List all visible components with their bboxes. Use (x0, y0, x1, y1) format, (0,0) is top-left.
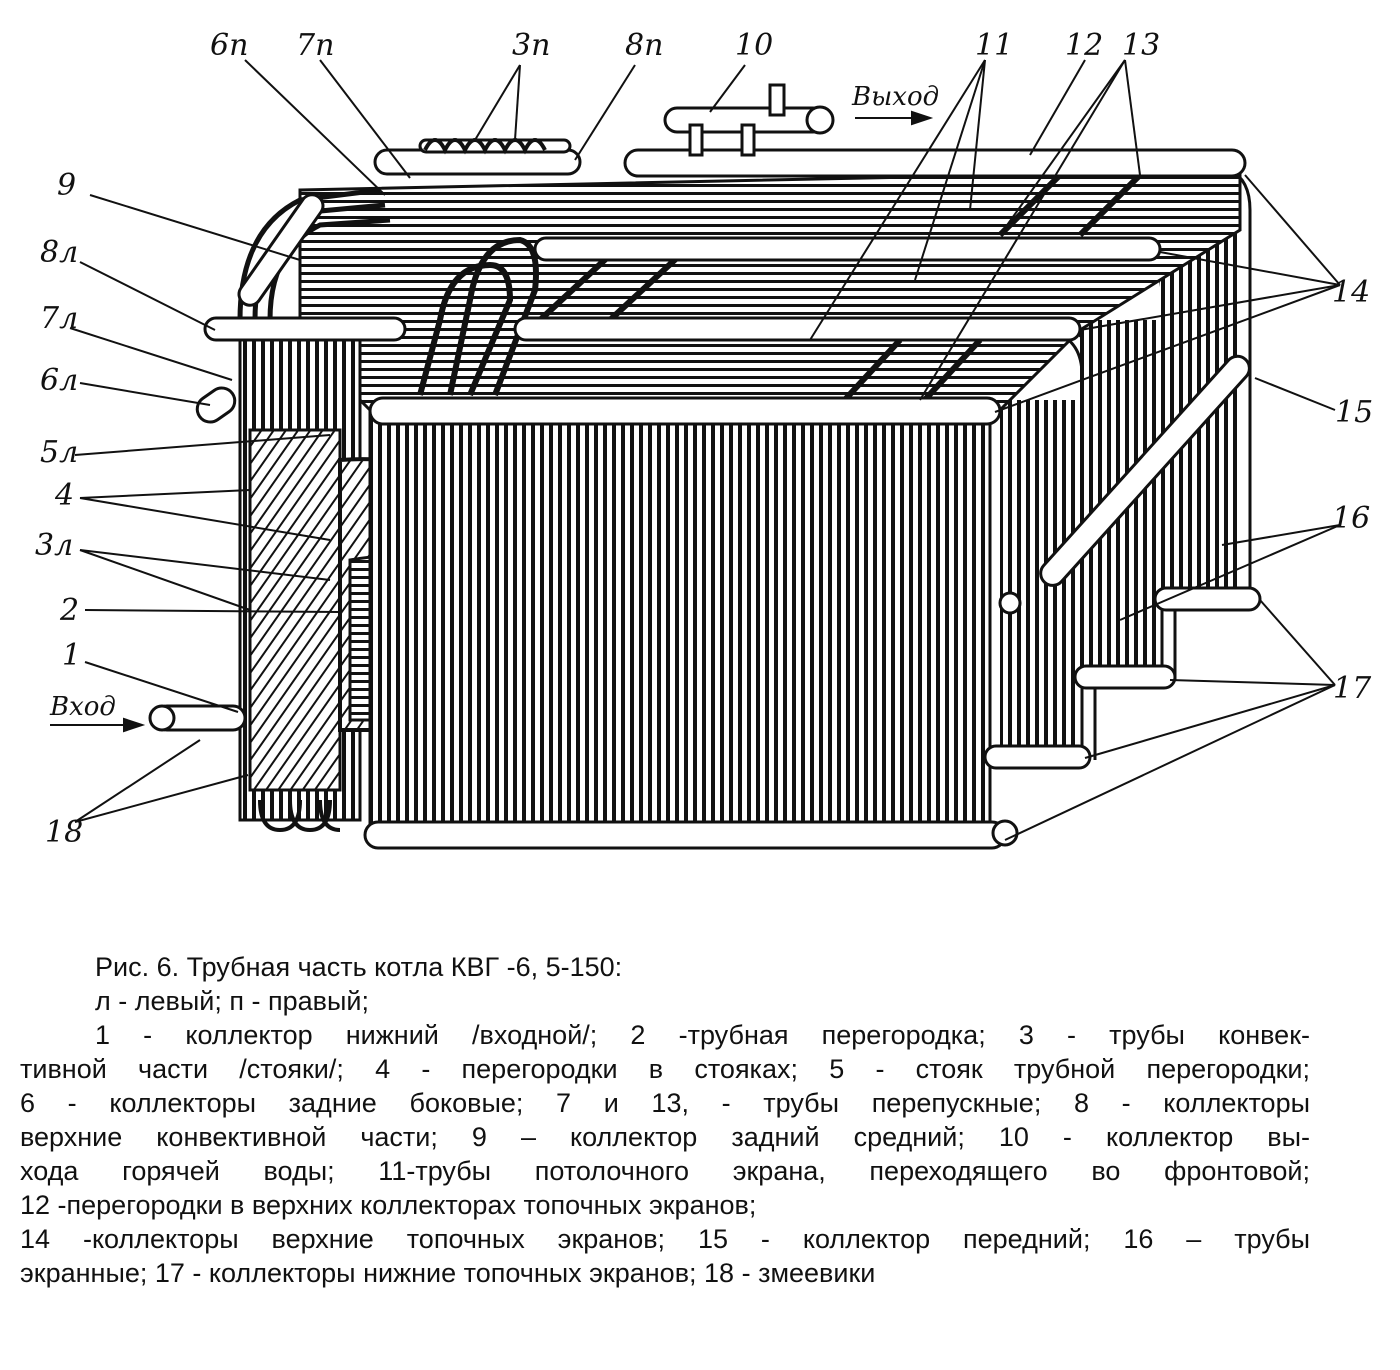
label-6l: 6л (40, 363, 78, 398)
top-coils (423, 138, 547, 155)
front-screen-tubes (368, 408, 992, 832)
label-11: 11 (975, 28, 1013, 63)
caption-line-1: 1 - коллектор нижний /входной/; 2 -трубн… (95, 1020, 1310, 1050)
label-exit: Выход (851, 82, 939, 112)
label-entry: Вход (49, 692, 116, 722)
collector-17c (983, 744, 1092, 770)
flow-arrows (50, 110, 934, 733)
caption-legend: л - левый; п - правый; (95, 986, 369, 1016)
label-14: 14 (1332, 275, 1370, 310)
caption-line-4: верхние конвективной части; 9 – коллекто… (20, 1122, 1310, 1152)
label-7l: 7л (40, 301, 78, 336)
label-7p: 7п (296, 28, 334, 63)
callout-labels: 6п 7п 3п 8п 10 Выход 11 12 13 9 8л 7л 6л… (35, 28, 1373, 850)
collector-15 (1039, 354, 1251, 587)
label-15: 15 (1335, 395, 1373, 430)
label-3p: 3п (512, 28, 550, 63)
label-12: 12 (1065, 28, 1103, 63)
label-16: 16 (1332, 501, 1370, 536)
tube-partition (248, 428, 342, 792)
label-6p: 6п (210, 28, 248, 63)
collector-6l (195, 386, 237, 424)
collector-8l (203, 316, 407, 342)
label-10: 10 (735, 28, 773, 63)
leader-lines (69, 59, 1341, 841)
collector-lower (513, 316, 1082, 342)
label-8p: 8п (625, 28, 663, 63)
label-4: 4 (54, 478, 74, 513)
label-3l: 3л (35, 528, 73, 563)
figure-caption: Рис. 6. Трубная часть котла КВГ -6, 5-15… (20, 950, 1310, 1290)
caption-line-3: 6 - коллекторы задние боковые; 7 и 13, -… (20, 1088, 1310, 1118)
caption-line-2: тивной части /стояки/; 4 - перегородки в… (20, 1054, 1310, 1084)
caption-title: Рис. 6. Трубная часть котла КВГ -6, 5-15… (95, 952, 623, 982)
caption-line-7: 14 -коллекторы верхние топочных экранов;… (20, 1224, 1310, 1254)
label-8l: 8л (40, 235, 78, 270)
label-18: 18 (45, 815, 83, 850)
collector-middle (533, 236, 1162, 262)
collectors (148, 83, 1262, 850)
label-1: 1 (62, 638, 81, 673)
collector-bottom (363, 820, 1007, 850)
caption-line-8: экранные; 17 - коллекторы нижние топочны… (20, 1258, 876, 1288)
serpentines (258, 799, 341, 833)
collector-17b (1073, 664, 1177, 690)
label-13: 13 (1122, 28, 1160, 63)
overflow-bends (417, 236, 539, 397)
collector-front-top (368, 396, 1002, 426)
label-5l: 5л (40, 435, 78, 470)
boiler-drawing: 6п 7п 3п 8п 10 Выход 11 12 13 9 8л 7л 6л… (35, 28, 1373, 850)
collector-8p (373, 148, 582, 176)
collector-12 (623, 148, 1247, 178)
label-17: 17 (1333, 671, 1372, 706)
label-2: 2 (59, 593, 79, 628)
rear-tube-field-3 (1000, 400, 1080, 760)
caption-line-6: 12 -перегородки в верхних коллекторах то… (20, 1190, 757, 1220)
caption-line-5: хода горячей воды; 11-трубы потолочного … (20, 1156, 1310, 1186)
label-9: 9 (57, 168, 76, 203)
